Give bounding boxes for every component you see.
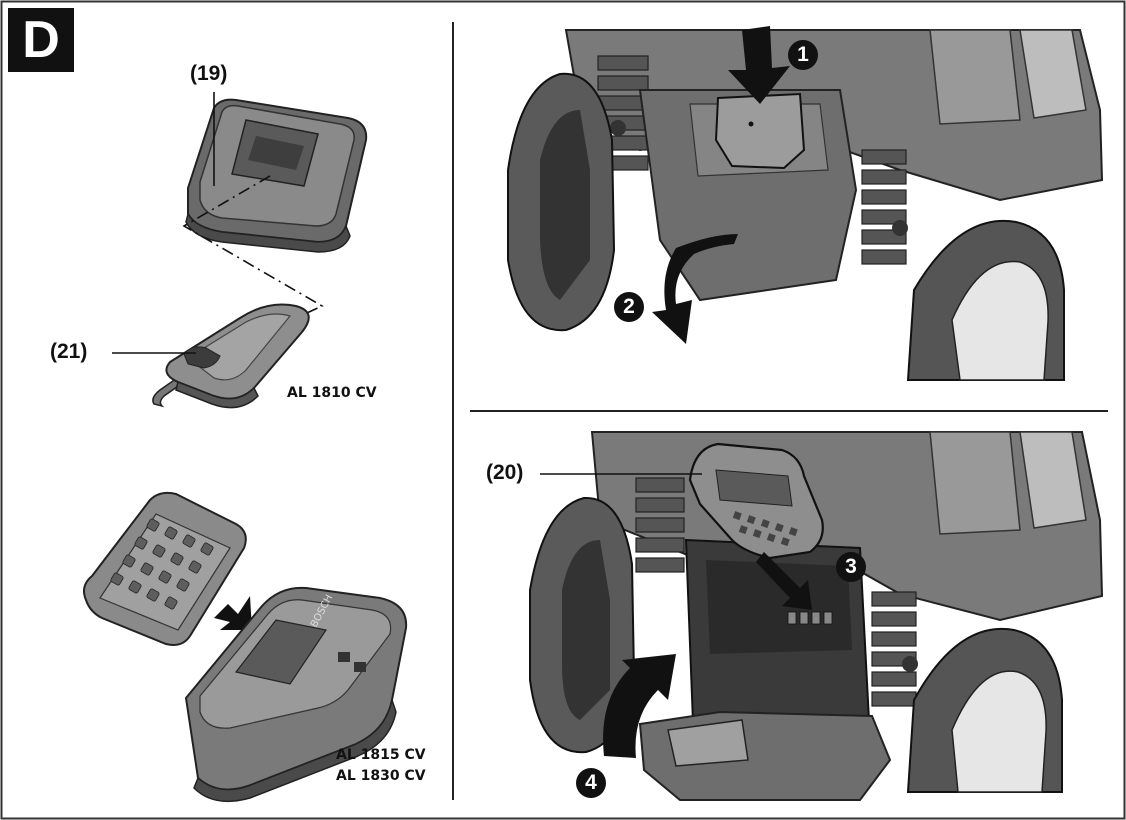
battery-pack-illustration xyxy=(185,98,368,253)
rotate-open-arrow xyxy=(652,234,738,344)
charger-model-al-1830: AL 1830 CV xyxy=(336,768,426,784)
step-4-marker: 4 xyxy=(576,768,606,798)
charger-large-illustration: BOSCH xyxy=(184,586,408,803)
charger-small-illustration xyxy=(152,303,310,409)
step-3-marker: 3 xyxy=(836,552,866,582)
charger-model-al-1810: AL 1810 CV xyxy=(287,385,377,401)
washer-top-view xyxy=(507,29,1104,381)
washer-bottom-view xyxy=(529,431,1104,801)
press-down-arrow xyxy=(728,26,790,104)
insert-arrow xyxy=(214,596,252,630)
dash-dot-connection xyxy=(182,175,324,319)
step-2-marker: 2 xyxy=(614,292,644,322)
slide-out-arrow xyxy=(756,552,812,610)
charger-model-al-1815: AL 1815 CV xyxy=(336,747,426,763)
callout-19: (19) xyxy=(190,62,228,85)
figure-letter-badge: D xyxy=(8,8,74,72)
battery-top-illustration xyxy=(83,491,247,646)
close-cover-arrow xyxy=(603,654,676,758)
callout-21: (21) xyxy=(50,340,88,363)
step-1-marker: 1 xyxy=(788,40,818,70)
callout-20: (20) xyxy=(486,461,524,484)
